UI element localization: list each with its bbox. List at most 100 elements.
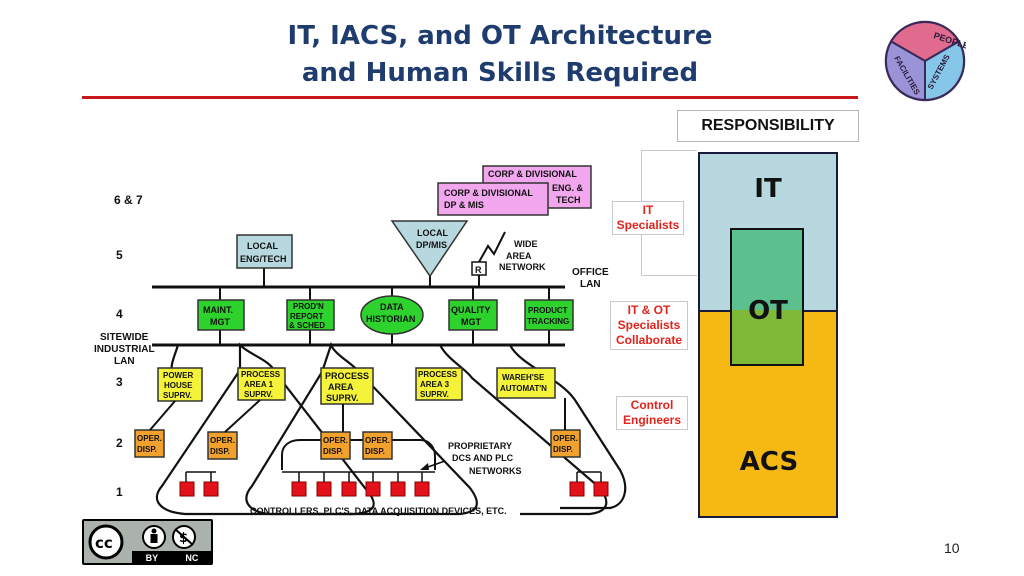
power-house-line-2: HOUSE — [164, 381, 193, 390]
svg-text:DISP.: DISP. — [365, 447, 385, 456]
power-house-line-1: POWER — [163, 371, 193, 380]
process-area-1-line-3: SUPRV. — [244, 390, 273, 399]
svg-text:DISP.: DISP. — [137, 445, 157, 454]
proprietary-label-1: PROPRIETARY — [448, 441, 512, 451]
it-label: IT — [754, 174, 782, 204]
warehouse-automation-box — [496, 367, 556, 399]
product-tracking-box — [524, 299, 574, 331]
cc-by-nc-license-badge[interactable]: cc $ BY NC — [82, 519, 213, 565]
license-by-label: BY — [145, 553, 159, 563]
process-area-line-2: AREA — [328, 382, 354, 392]
maint-mgt-line-1: MAINT. — [203, 305, 233, 315]
wan-label-2: AREA — [506, 251, 532, 261]
process-area-3-supv-box — [415, 367, 463, 401]
prodn-report-line-2: REPORT — [290, 312, 323, 321]
level-label-2: 2 — [116, 436, 123, 450]
wan-label-1: WIDE — [514, 239, 538, 249]
quality-mgt-line-1: QUALITY — [451, 305, 491, 315]
svg-text:OPER.: OPER. — [553, 434, 578, 443]
corp-eng-tech-line-2: ENG. & — [552, 183, 584, 193]
license-nc-label: NC — [185, 553, 199, 563]
license-labels: BY NC — [132, 551, 212, 565]
local-dp-mis-line-1: LOCAL — [417, 228, 448, 238]
router-label: R — [475, 265, 482, 275]
proprietary-label-3: NETWORKS — [469, 466, 522, 476]
office-lan-label-1: OFFICE — [572, 267, 609, 278]
maint-mgt-box — [197, 299, 245, 331]
process-area-line-1: PROCESS — [325, 371, 369, 381]
quality-mgt-line-2: MGT — [461, 317, 481, 327]
oper-disp-2: OPER. DISP. — [207, 431, 238, 460]
sitewide-lan-label-3: LAN — [114, 356, 135, 367]
power-house-line-3: SUPRV. — [163, 391, 192, 400]
process-area-line-3: SUPRV. — [326, 393, 359, 403]
proprietary-network-loop — [281, 439, 436, 470]
oper-disp-5: OPER. DISP. — [550, 429, 581, 458]
oper-disp-4: OPER. DISP. — [362, 431, 393, 460]
oper-disp-3: OPER. DISP. — [320, 431, 351, 460]
prodn-report-line-3: & SCHED — [289, 321, 325, 330]
sitewide-lan-label-1: SITEWIDE — [100, 332, 149, 343]
cc-icon-text: cc — [95, 534, 113, 552]
it-specialists-label: IT Specialists — [612, 201, 684, 235]
wan-link-zigzag — [478, 231, 506, 263]
title-line-2: and Human Skills Required — [301, 58, 699, 88]
process-area-3-line-1: PROCESS — [418, 370, 458, 379]
responsibility-header: RESPONSIBILITY — [677, 110, 859, 142]
ot-label: OT — [748, 296, 788, 326]
local-dp-mis-line-2: DP/MIS — [416, 240, 447, 250]
local-eng-tech-box — [236, 234, 293, 269]
power-house-supv-box — [157, 367, 203, 402]
level-label-6-7: 6 & 7 — [114, 193, 143, 207]
level-label-4: 4 — [116, 307, 123, 321]
control-engineers-label: Control Engineers — [616, 396, 688, 430]
local-dp-mis-triangle — [390, 220, 469, 278]
people-facilities-systems-logo-icon: PEOPLE FACILITIES SYSTEMS — [884, 20, 966, 102]
corp-eng-tech-line-3: TECH — [556, 195, 581, 205]
svg-text:DISP.: DISP. — [553, 445, 573, 454]
svg-text:OPER.: OPER. — [323, 436, 348, 445]
slide-title: IT, IACS, and OT Architecture and Human … — [200, 18, 800, 92]
corp-dp-mis-line-1: CORP & DIVISIONAL — [444, 188, 533, 198]
it-ot-collaborate-label: IT & OT Specialists Collaborate — [610, 301, 688, 350]
warehouse-line-2: AUTOMAT'N — [500, 384, 547, 393]
local-eng-tech-line-2: ENG/TECH — [240, 254, 287, 264]
router-box — [471, 261, 487, 276]
product-tracking-line-2: TRACKING — [527, 317, 569, 326]
process-area-1-line-2: AREA 1 — [244, 380, 274, 389]
ot-responsibility-bar — [730, 228, 804, 366]
svg-text:DISP.: DISP. — [323, 447, 343, 456]
quality-mgt-box — [448, 299, 498, 331]
data-historian-ellipse — [360, 295, 424, 335]
maint-mgt-line-2: MGT — [210, 317, 230, 327]
process-area-supv-box — [320, 367, 374, 405]
process-area-3-line-2: AREA 3 — [420, 380, 450, 389]
title-line-1: IT, IACS, and OT Architecture — [287, 21, 713, 51]
office-lan-label-2: LAN — [580, 279, 601, 290]
level-label-5: 5 — [116, 248, 123, 262]
svg-text:$: $ — [179, 531, 188, 546]
svg-text:DISP.: DISP. — [210, 447, 230, 456]
level-label-1: 1 — [116, 485, 123, 499]
page-number: 10 — [944, 540, 960, 556]
controllers-label: CONTROLLERS, PLC'S, DATA ACQUISITION DEV… — [250, 506, 507, 516]
wareh-network-triangle — [509, 344, 627, 510]
controllers-group — [179, 481, 609, 497]
title-underline — [82, 96, 858, 99]
cc-icon — [88, 524, 124, 560]
process-area-3-line-3: SUPRV. — [420, 390, 449, 399]
svg-text:OPER.: OPER. — [137, 434, 162, 443]
wan-label-3: NETWORK — [499, 262, 546, 272]
svg-text:OPER.: OPER. — [210, 436, 235, 445]
proprietary-label-2: DCS AND PLC — [452, 453, 514, 463]
prodn-report-line-1: PROD'N — [293, 302, 324, 311]
warehouse-line-1: WAREH'SE — [502, 373, 545, 382]
process-area-1-line-1: PROCESS — [241, 370, 281, 379]
prodn-report-box — [286, 299, 335, 331]
data-historian-line-2: HISTORIAN — [366, 314, 415, 324]
oper-disp-1: OPER. DISP. — [134, 429, 165, 458]
corp-dp-mis-box — [437, 182, 549, 216]
product-tracking-line-1: PRODUCT — [528, 306, 568, 315]
process-area-triangle — [245, 341, 478, 516]
